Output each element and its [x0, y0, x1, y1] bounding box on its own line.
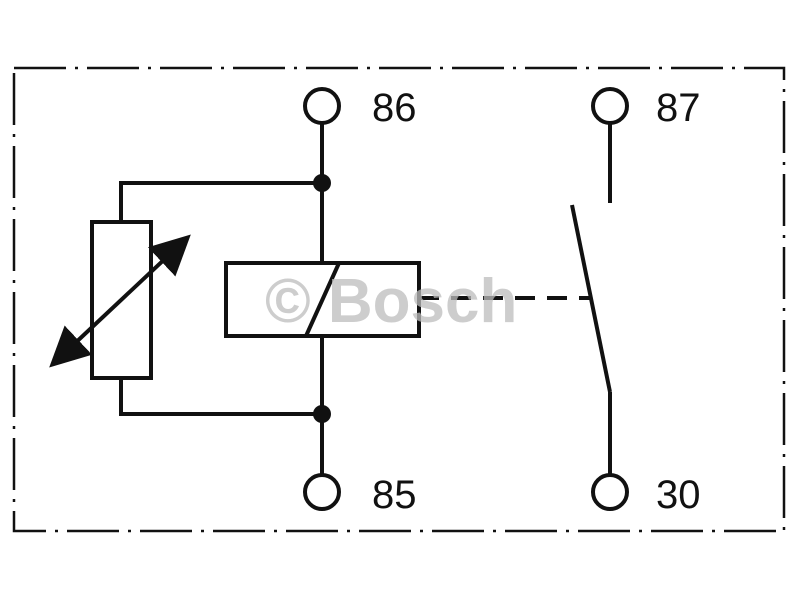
terminal-85-label: 85 [372, 473, 417, 517]
resistor-wire-bottom [119, 378, 322, 416]
resistor-wire-top [119, 181, 322, 222]
terminal-87 [591, 87, 629, 125]
enclosure-border [12, 66, 786, 533]
terminal-86-label: 86 [372, 86, 417, 130]
terminal-85 [303, 473, 341, 511]
adjust-arrow-icon [49, 234, 191, 368]
terminal-86 [303, 87, 341, 125]
switch-blade [570, 204, 612, 393]
terminal-87-label: 87 [656, 86, 701, 130]
terminal-30-label: 30 [656, 473, 701, 517]
terminal-30 [591, 473, 629, 511]
bosch-watermark: © Bosch [265, 267, 517, 336]
junction-dot-top [313, 174, 331, 192]
junction-dot-bottom [313, 405, 331, 423]
coil-winding-slash [304, 262, 341, 337]
